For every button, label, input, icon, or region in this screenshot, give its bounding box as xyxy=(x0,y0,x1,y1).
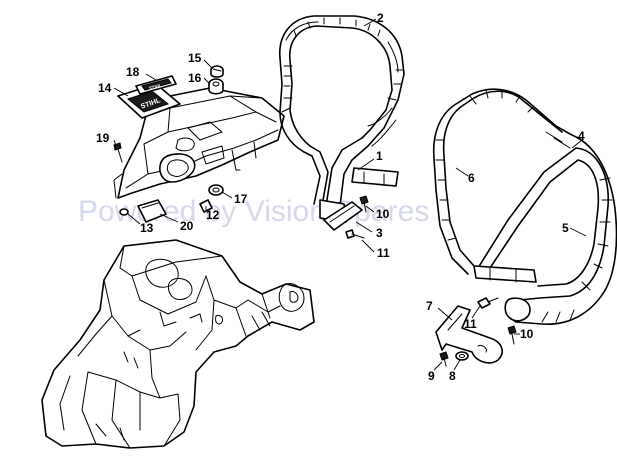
screw-10-upper xyxy=(359,195,369,213)
grommet-17 xyxy=(208,184,224,196)
screw-11-upper xyxy=(345,229,365,239)
callout-8: 8 xyxy=(449,369,456,383)
decal-small-text: STIHL xyxy=(148,83,162,91)
bumper-handle-4 xyxy=(432,88,617,325)
callout-labels: 2 1 3 10 11 4 5 6 7 8 9 11 10 15 16 18 1… xyxy=(96,11,585,383)
callout-19: 19 xyxy=(96,131,110,145)
callout-11-lower: 11 xyxy=(464,317,477,331)
callout-10-lower: 10 xyxy=(520,327,534,341)
filter-20 xyxy=(137,199,167,223)
clamp-7 xyxy=(435,305,503,364)
callout-9: 9 xyxy=(428,369,435,383)
screw-15 xyxy=(210,65,224,78)
screw-10-lower xyxy=(507,325,517,345)
washer-8 xyxy=(455,351,469,361)
crankcase-housing xyxy=(41,239,315,449)
callout-11-upper: 11 xyxy=(377,246,390,260)
callout-14: 14 xyxy=(98,81,112,95)
callout-5: 5 xyxy=(562,221,569,235)
callout-1: 1 xyxy=(376,149,383,163)
callout-20: 20 xyxy=(180,219,194,233)
callout-3: 3 xyxy=(376,226,383,240)
screw-11-lower xyxy=(477,297,499,309)
callout-12: 12 xyxy=(206,208,220,222)
callout-18: 18 xyxy=(126,65,140,79)
callout-6: 6 xyxy=(468,171,475,185)
callout-10-upper: 10 xyxy=(376,207,390,221)
callout-17: 17 xyxy=(234,192,248,206)
callout-7: 7 xyxy=(426,299,433,313)
grommet-16 xyxy=(208,78,224,95)
plug-13 xyxy=(119,208,129,216)
callout-16: 16 xyxy=(188,71,202,85)
shroud-cover xyxy=(113,87,285,199)
front-handle-2 xyxy=(279,15,405,223)
leader-lines xyxy=(113,18,587,371)
watermark-text: Powered by Vision Spares xyxy=(78,195,429,228)
callout-4: 4 xyxy=(578,129,585,143)
decal-small: STIHL xyxy=(135,75,177,95)
callout-2: 2 xyxy=(377,11,384,25)
screw-19 xyxy=(113,142,123,163)
callout-13: 13 xyxy=(140,221,154,235)
callout-15: 15 xyxy=(188,51,202,65)
screw-9 xyxy=(439,351,449,367)
clamp-3 xyxy=(323,201,363,231)
